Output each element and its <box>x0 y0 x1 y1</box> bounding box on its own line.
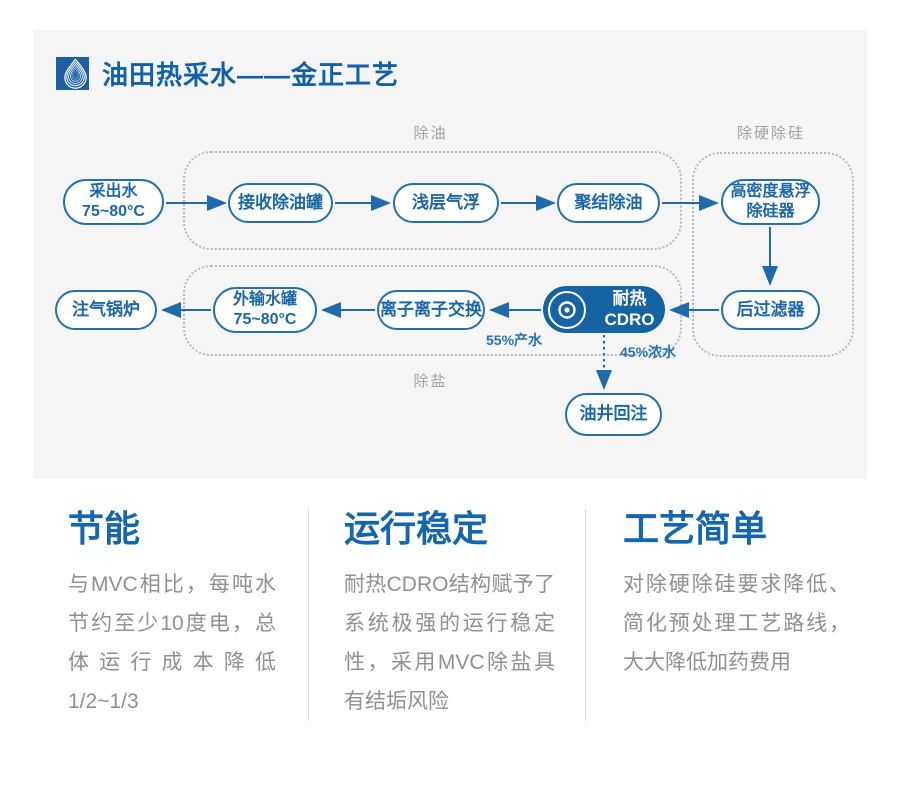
node-high-density-silica-remover: 高密度悬浮 除硅器 <box>721 179 820 225</box>
feature-title: 运行稳定 <box>344 508 489 549</box>
feature-energy-saving: 节能 与MVC相比，每吨水节约至少10度电，总体运行成本降低1/2~1/3 <box>68 509 308 721</box>
node-post-filter: 后过滤器 <box>721 290 820 330</box>
node-export-water-tank: 外输水罐 75~80°C <box>213 287 317 333</box>
group-oil-removal <box>183 151 682 250</box>
diagram-panel: 油田热采水——金正工艺 除油 除硬除硅 除盐 <box>33 30 867 479</box>
feature-stable-operation: 运行稳定 耐热CDRO结构赋予了系统极强的运行稳定性，采用MVC除盐具有结垢风险 <box>308 509 585 721</box>
membrane-icon <box>548 290 586 329</box>
water-drop-logo-icon <box>56 57 89 90</box>
group-label-desalination: 除盐 <box>413 373 448 390</box>
page-title: 油田热采水——金正工艺 <box>102 60 400 90</box>
node-heat-resistant-cdro: 耐热CDRO <box>543 286 665 333</box>
feature-simple-process: 工艺简单 对除硬除硅要求降低、简化预处理工艺路线，大大降低加药费用 <box>585 509 850 721</box>
node-shallow-air-flotation: 浅层气浮 <box>393 183 499 223</box>
node-ion-exchange: 离子离子交换 <box>377 290 485 330</box>
flow-arrows <box>161 195 778 390</box>
group-label-hardness-silica: 除硬除硅 <box>736 125 805 142</box>
node-receiving-deoiling-tank: 接收除油罐 <box>228 183 333 223</box>
feature-title: 节能 <box>68 508 141 549</box>
feature-title: 工艺简单 <box>623 508 768 549</box>
feature-columns: 节能 与MVC相比，每吨水节约至少10度电，总体运行成本降低1/2~1/3 运行… <box>68 509 850 721</box>
edge-label-concentrate-water: 45%浓水 <box>620 344 677 360</box>
flow-diagram: 除油 除硬除硅 除盐 采出水 75~80°C 接 <box>33 30 867 479</box>
node-well-reinjection: 油井回注 <box>565 393 662 436</box>
feature-body: 耐热CDRO结构赋予了系统极强的运行稳定性，采用MVC除盐具有结垢风险 <box>344 572 555 713</box>
edge-label-product-water: 55%产水 <box>486 332 543 348</box>
group-hardness-silica-removal <box>692 152 854 357</box>
node-coalescence-deoiling: 聚结除油 <box>557 183 660 223</box>
group-label-oil-removal: 除油 <box>413 125 448 142</box>
feature-body: 对除硬除硅要求降低、简化预处理工艺路线，大大降低加药费用 <box>623 572 850 674</box>
feature-body: 与MVC相比，每吨水节约至少10度电，总体运行成本降低1/2~1/3 <box>68 572 276 713</box>
header: 油田热采水——金正工艺 <box>56 55 399 92</box>
node-gas-injection-boiler: 注气锅炉 <box>55 290 157 330</box>
node-produced-water: 采出水 75~80°C <box>63 179 164 225</box>
